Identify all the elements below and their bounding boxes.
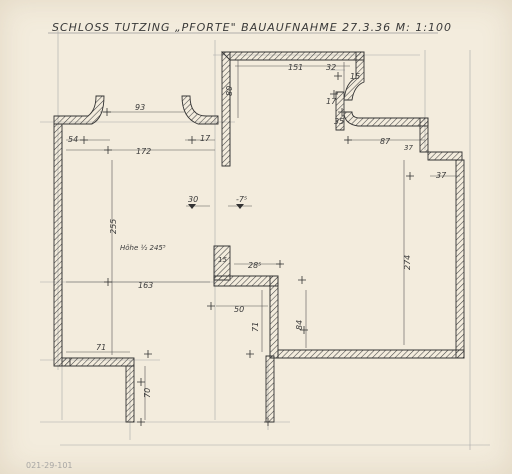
dim-17: 17 [200,134,211,143]
level-markers [188,204,244,209]
height-note: Höhe ½ 245⁵ [120,244,166,252]
dim-37: 37 [404,144,413,152]
walls [53,51,465,423]
dim-15: 15 [350,72,360,81]
dimension-ticks [80,72,414,426]
dim-163: 163 [138,281,153,290]
inner-edges [61,60,271,358]
dim-71b: 71 [96,343,106,352]
dim-255: 255 [109,219,118,234]
dim-84: 84 [295,320,304,330]
level-marker-30 [188,204,196,209]
dim-15b: 15 [218,256,227,264]
dim-71: 71 [251,322,260,332]
dim-28-5: 28⁵ [248,261,261,270]
dim-50: 50 [234,305,244,314]
archive-stamp: 021-29-101 [26,461,73,470]
dim-80: 80 [225,86,234,96]
dim-minus-7: -7⁵ [236,195,247,204]
dim-32: 32 [326,63,336,72]
dim-87: 87 [380,137,391,146]
dim-35: 35 [334,117,344,126]
drawing-title: SCHLOSS TUTZING „PFORTE" BAUAUFNAHME 27.… [52,21,452,34]
dim-93: 93 [135,103,145,112]
dim-274: 274 [403,255,412,270]
dim-30: 30 [188,195,198,204]
dim-172: 172 [136,147,151,156]
dimension-lines [66,60,460,420]
dim-37b: 37 [436,171,447,180]
dim-54: 54 [68,135,78,144]
level-marker-7 [236,204,244,209]
dim-70: 70 [143,388,152,398]
dim-151: 151 [288,63,303,72]
construction-lines [40,30,490,450]
dim-17b: 17 [326,97,337,106]
